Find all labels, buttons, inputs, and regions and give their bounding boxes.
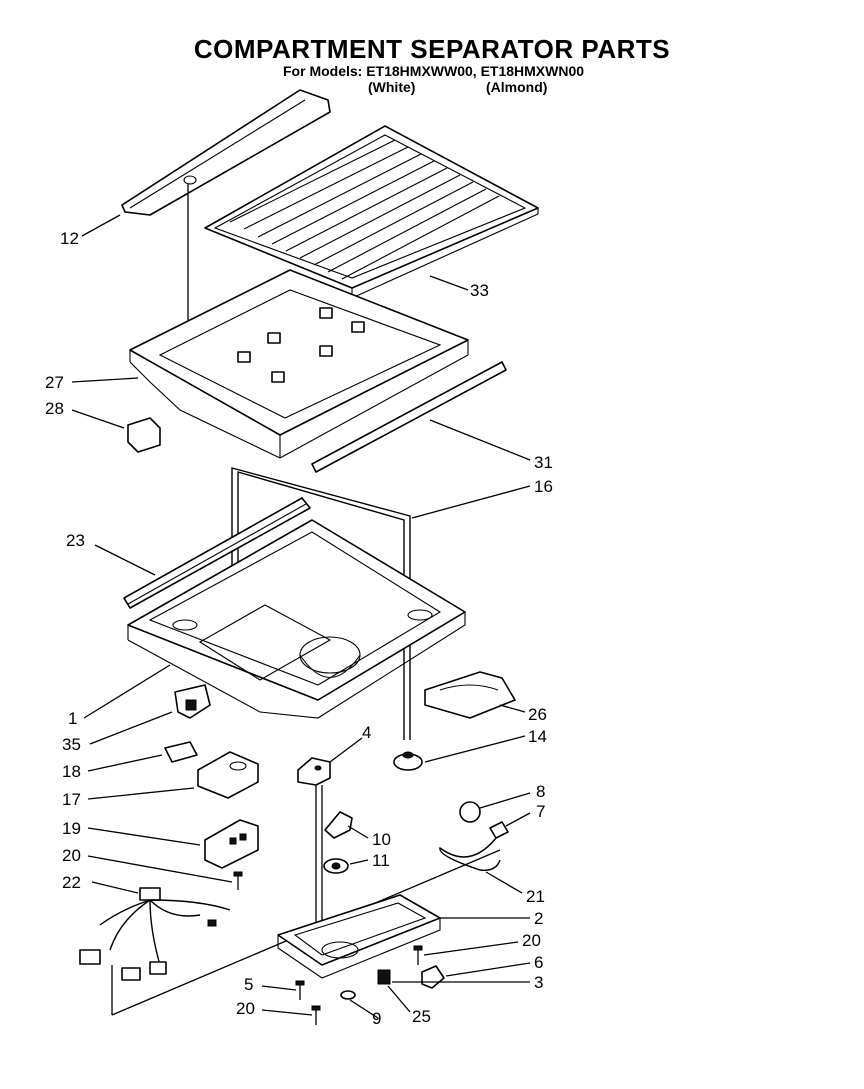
callout-7: 7 xyxy=(536,802,545,821)
part-1-separator-pan xyxy=(127,519,466,719)
callout-25: 25 xyxy=(412,1007,431,1026)
part-20-screw-c xyxy=(311,1005,321,1025)
part-28-clip xyxy=(127,417,161,453)
part-31-gasket xyxy=(311,361,507,473)
callout-6: 6 xyxy=(534,953,543,972)
callout-10: 10 xyxy=(372,830,391,849)
callout-23: 23 xyxy=(66,531,85,550)
part-26-duct xyxy=(424,671,516,719)
variant-white: (White) xyxy=(368,79,416,95)
callout-35: 35 xyxy=(62,735,81,754)
callout-14: 14 xyxy=(528,727,547,746)
part-9-grommet xyxy=(340,990,356,1000)
callout-16: 16 xyxy=(534,477,553,496)
callout-31: 31 xyxy=(534,453,553,472)
part-23-rail xyxy=(123,497,311,609)
part-8-light-bulb xyxy=(459,801,481,823)
part-10-switch xyxy=(324,811,353,839)
variant-almond: (Almond) xyxy=(486,79,548,95)
part-5-screw xyxy=(295,980,305,1000)
model-subtitle: For Models: ET18HMXWW00, ET18HMXWN00 xyxy=(283,63,585,79)
callout-18: 18 xyxy=(62,762,81,781)
callout-labels: 12 33 27 28 31 16 23 1 26 14 4 35 18 17 … xyxy=(45,229,553,1028)
part-35-damper xyxy=(174,684,211,719)
callout-5: 5 xyxy=(244,975,253,994)
part-6-lamp-cover xyxy=(421,965,445,989)
callout-26: 26 xyxy=(528,705,547,724)
callout-21: 21 xyxy=(526,887,545,906)
part-4-bracket xyxy=(297,757,331,960)
callout-1: 1 xyxy=(68,709,77,728)
leader-lines xyxy=(71,214,531,1019)
callout-28: 28 xyxy=(45,399,64,418)
callout-8: 8 xyxy=(536,782,545,801)
callout-20-c: 20 xyxy=(236,999,255,1018)
part-7-socket xyxy=(439,821,509,871)
callout-33: 33 xyxy=(470,281,489,300)
part-12-channel xyxy=(121,89,331,322)
part-18-cover xyxy=(164,741,198,763)
part-20-screw-a xyxy=(233,871,243,890)
part-22-wire-harness xyxy=(79,849,501,1016)
part-27-frame xyxy=(129,269,469,459)
part-14-grommet xyxy=(393,751,423,771)
callout-9: 9 xyxy=(372,1009,381,1028)
part-17-control-box xyxy=(197,751,259,799)
callout-17: 17 xyxy=(62,790,81,809)
callout-12: 12 xyxy=(60,229,79,248)
callout-4: 4 xyxy=(362,723,371,742)
callout-20-a: 20 xyxy=(62,846,81,865)
callout-19: 19 xyxy=(62,819,81,838)
callout-20-b: 20 xyxy=(522,931,541,950)
callout-2: 2 xyxy=(534,909,543,928)
part-19-thermostat xyxy=(204,819,259,869)
part-25-socket-clip xyxy=(377,969,391,985)
part-20-screw-b xyxy=(413,945,423,965)
callout-3: 3 xyxy=(534,973,543,992)
part-2-light-housing xyxy=(277,894,441,979)
callout-27: 27 xyxy=(45,373,64,392)
page-title: COMPARTMENT SEPARATOR PARTS xyxy=(193,34,671,64)
part-11-knob xyxy=(323,858,349,874)
callout-11: 11 xyxy=(372,851,390,870)
callout-22: 22 xyxy=(62,873,81,892)
part-33-shelf-grille xyxy=(204,125,539,299)
